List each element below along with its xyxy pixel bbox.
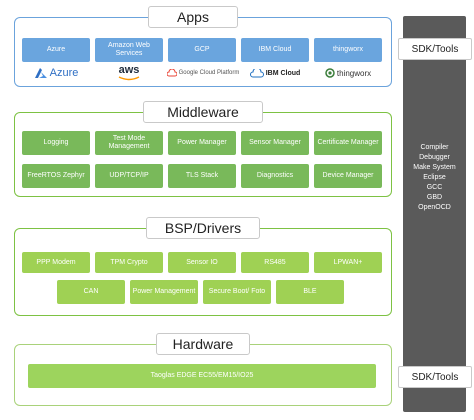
- tool-debugger: Debugger: [419, 154, 450, 161]
- bsp-sensor-io: Sensor IO: [168, 252, 236, 273]
- sdk-tools-label-top: SDK/Tools: [398, 38, 472, 60]
- aws-smile-icon: [118, 76, 140, 81]
- mw-power-manager: Power Manager: [168, 131, 236, 155]
- sdk-tools-list: Compiler Debugger Make System Eclipse GC…: [403, 143, 466, 213]
- gcp-cloud-icon: [166, 69, 177, 77]
- tool-gcc: GCC: [426, 184, 443, 191]
- mw-freertos-zephyr: FreeRTOS Zephyr: [22, 164, 90, 188]
- bsp-rs485: RS485: [241, 252, 309, 273]
- sdk-tools-column: [403, 16, 466, 412]
- azure-logo: Azure: [22, 65, 90, 81]
- gcp-logo-text: Google Cloud Platform: [178, 70, 240, 76]
- app-azure: Azure: [22, 38, 90, 62]
- mw-device-manager: Device Manager: [314, 164, 382, 188]
- mw-logging: Logging: [22, 131, 90, 155]
- tool-gbd: GBD: [426, 194, 443, 201]
- mw-udp-tcp-ip: UDP/TCP/IP: [95, 164, 163, 188]
- thingworx-icon: [325, 68, 335, 78]
- ibm-cloud-logo: IBM Cloud: [241, 66, 309, 80]
- mw-diagnostics: Diagnostics: [241, 164, 309, 188]
- mw-certificate-manager: Certificate Manager: [314, 131, 382, 155]
- bsp-power-management: Power Management: [130, 280, 198, 304]
- bsp-secure-boot-foto: Secure Boot/ Foto: [203, 280, 271, 304]
- bsp-lpwan: LPWAN+: [314, 252, 382, 273]
- tool-eclipse: Eclipse: [423, 174, 446, 181]
- mw-sensor-manager: Sensor Manager: [241, 131, 309, 155]
- tool-make-system: Make System: [413, 164, 456, 171]
- app-ibm-cloud: IBM Cloud: [241, 38, 309, 62]
- bsp-drivers-title: BSP/Drivers: [146, 217, 260, 239]
- ibm-cloud-icon: [249, 68, 264, 77]
- hardware-title: Hardware: [156, 333, 250, 355]
- bsp-ppp-modem: PPP Modem: [22, 252, 90, 273]
- app-gcp: GCP: [168, 38, 236, 62]
- azure-logo-text: Azure: [49, 67, 79, 79]
- ibm-cloud-logo-text: IBM Cloud: [265, 69, 301, 77]
- sdk-tools-label-bottom: SDK/Tools: [398, 366, 472, 388]
- app-thingworx: thingworx: [314, 38, 382, 62]
- mw-tls-stack: TLS Stack: [168, 164, 236, 188]
- aws-logo-text: aws: [118, 64, 140, 76]
- aws-logo: aws: [95, 63, 163, 83]
- azure-logo-icon: [34, 67, 47, 78]
- tool-openocd: OpenOCD: [418, 204, 451, 211]
- hardware-bar: Taoglas EDGE EC55/EM15/IO25: [28, 364, 376, 388]
- gcp-logo: Google Cloud Platform: [166, 66, 240, 80]
- tool-compiler: Compiler: [420, 144, 449, 151]
- thingworx-logo: thingworx: [314, 66, 382, 80]
- middleware-title: Middleware: [143, 101, 263, 123]
- thingworx-logo-text: thingworx: [336, 68, 372, 78]
- app-aws: Amazon Web Services: [95, 38, 163, 62]
- mw-test-mode-management: Test Mode Management: [95, 131, 163, 155]
- bsp-ble: BLE: [276, 280, 344, 304]
- bsp-can: CAN: [57, 280, 125, 304]
- apps-title: Apps: [148, 6, 238, 28]
- bsp-tpm-crypto: TPM Crypto: [95, 252, 163, 273]
